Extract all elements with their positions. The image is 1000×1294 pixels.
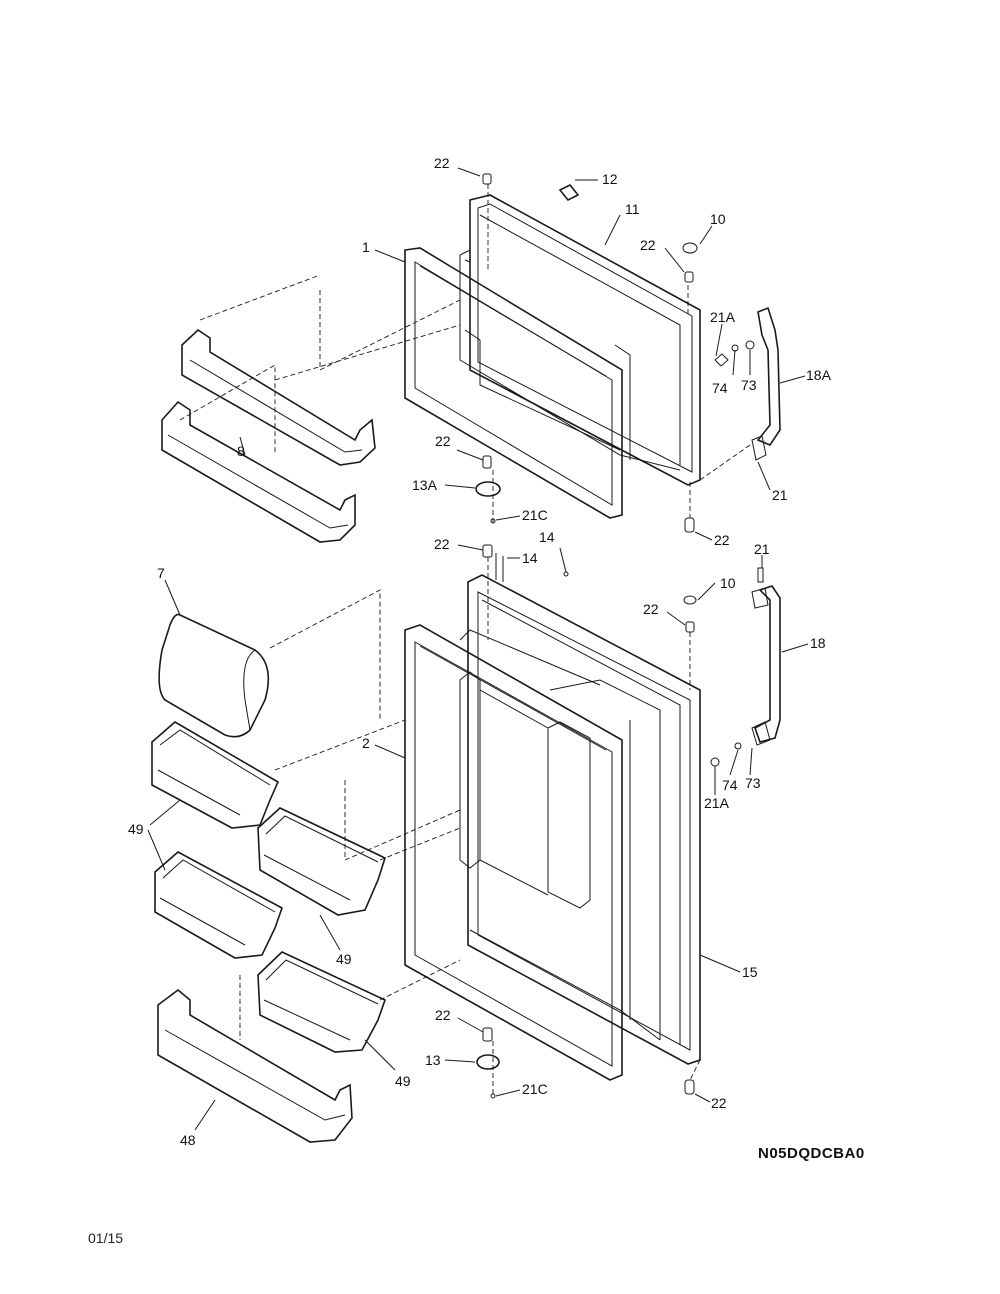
callout-21: 21 (754, 541, 770, 557)
callout-14: 14 (522, 550, 538, 566)
callout-74: 74 (722, 777, 738, 793)
callout-7: 7 (157, 565, 165, 581)
callout-22: 22 (434, 155, 450, 171)
fresh-food-door-gasket (404, 624, 623, 1081)
callout-10: 10 (720, 575, 736, 591)
freezer-door-assembly (179, 173, 781, 533)
callout-48: 48 (180, 1132, 196, 1148)
callout-21c: 21C (522, 507, 548, 523)
callout-22: 22 (640, 237, 656, 253)
callout-1: 1 (362, 239, 370, 255)
diagram-code: N05DQDCBA0 (758, 1145, 865, 1162)
fresh-food-door-panel (459, 574, 701, 1065)
callout-22: 22 (435, 1007, 451, 1023)
callout-21a: 21A (710, 309, 736, 325)
callout-12: 12 (602, 171, 618, 187)
callout-13a: 13A (412, 477, 438, 493)
fresh-food-door-assembly (404, 544, 781, 1099)
callout-73: 73 (745, 775, 761, 791)
door-bin-middle-right (257, 807, 386, 916)
fresh-food-door-liner (459, 671, 591, 909)
callout-74: 74 (712, 380, 728, 396)
callout-11: 11 (625, 201, 640, 217)
callout-73: 73 (741, 377, 757, 393)
freezer-door-shelf (161, 328, 376, 543)
callout-18a: 18A (806, 367, 832, 383)
callout-22: 22 (711, 1095, 727, 1111)
callout-22: 22 (434, 536, 450, 552)
callout-2: 2 (362, 735, 370, 751)
callout-13: 13 (425, 1052, 441, 1068)
fresh-food-handle (751, 585, 781, 746)
fresh-food-hinge-hardware (476, 544, 764, 1099)
callout-22: 22 (714, 532, 730, 548)
callout-18: 18 (810, 635, 826, 651)
callout-21: 21 (772, 487, 788, 503)
leader-lines (147, 167, 809, 1131)
callout-labels: 22 12 11 10 22 1 21A 74 73 18A 8 22 13A … (128, 155, 832, 1148)
page-reference: 01/15 (88, 1230, 123, 1246)
dairy-container (158, 589, 381, 738)
callout-49: 49 (128, 821, 144, 837)
callout-10: 10 (710, 211, 726, 227)
door-shelf-rail (157, 988, 353, 1143)
freezer-door-panel (459, 194, 701, 486)
freezer-hinge-hardware (475, 173, 739, 533)
door-bin-lower-right (257, 951, 386, 1053)
callout-21c: 21C (522, 1081, 548, 1097)
callout-22: 22 (435, 433, 451, 449)
freezer-door-gasket (404, 247, 623, 519)
callout-14: 14 (539, 529, 555, 545)
door-bin-middle-left (154, 851, 283, 959)
callout-15: 15 (742, 964, 758, 980)
callout-22: 22 (643, 601, 659, 617)
callout-21a: 21A (704, 795, 730, 811)
freezer-handle (745, 306, 781, 461)
callout-49: 49 (336, 951, 352, 967)
callout-8: 8 (237, 443, 245, 459)
callout-49: 49 (395, 1073, 411, 1089)
door-bin-upper-left (151, 721, 280, 829)
